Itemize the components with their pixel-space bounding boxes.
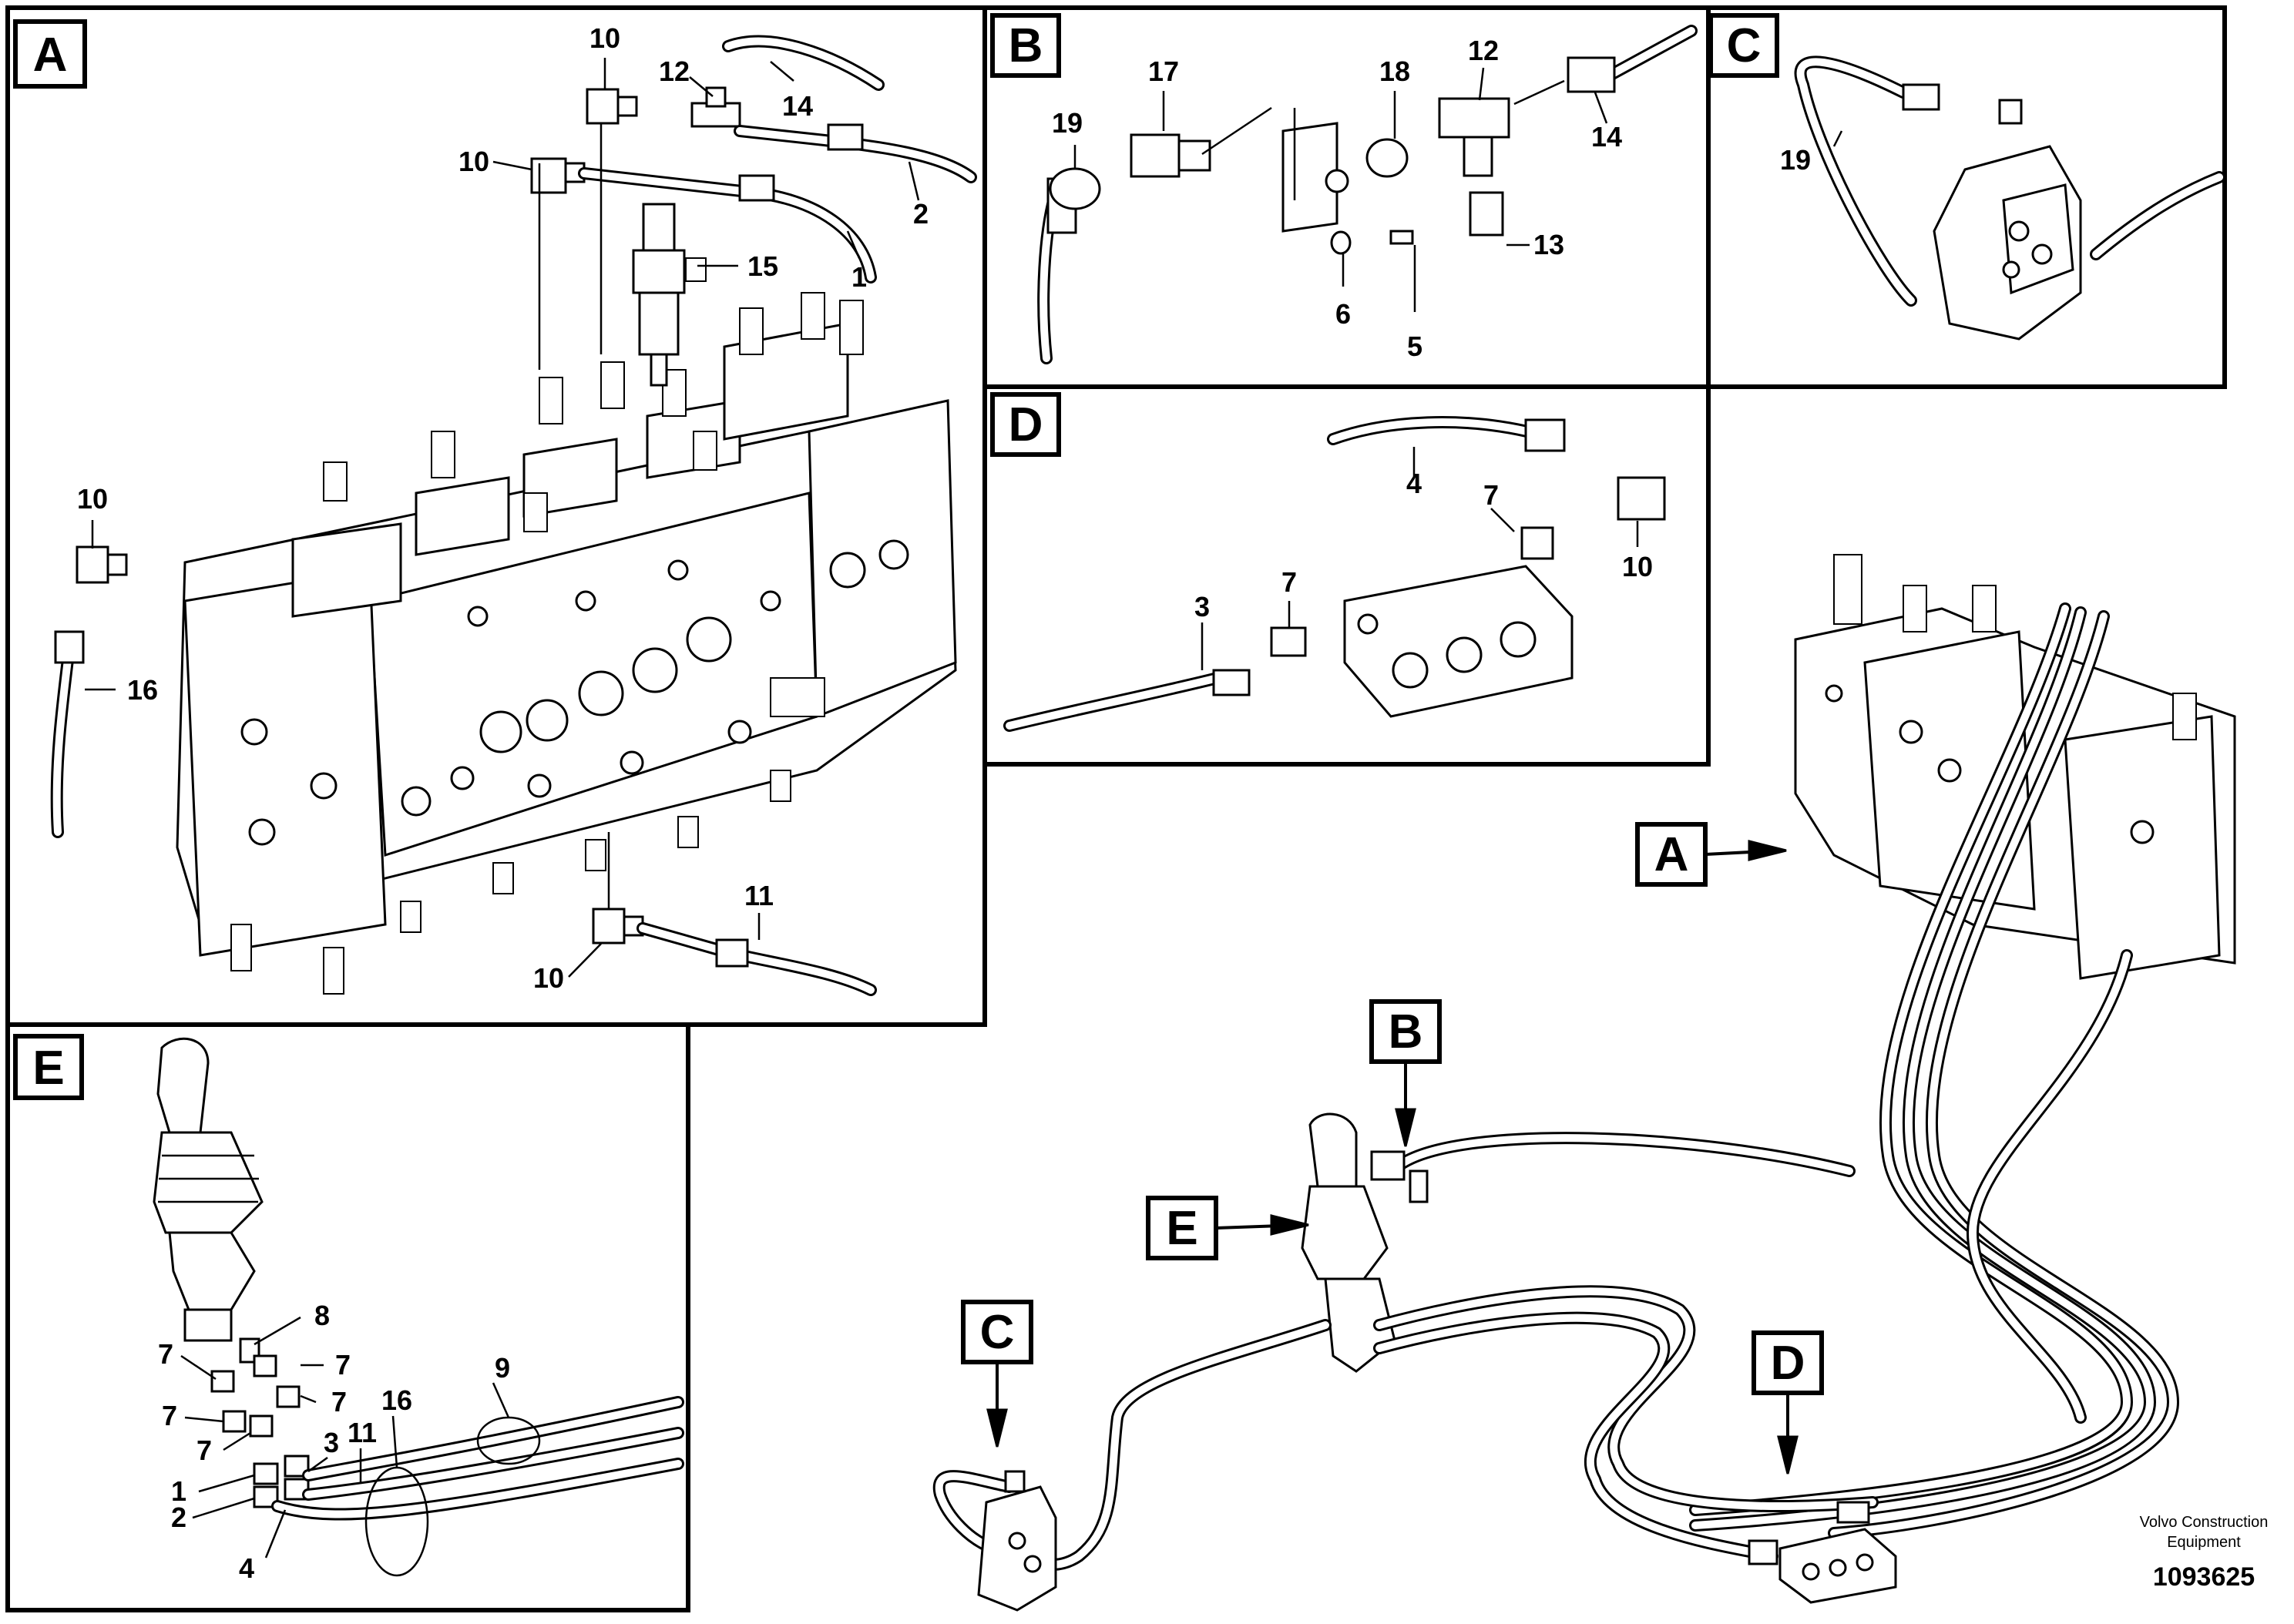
footer-company-line2: Equipment (2167, 1534, 2241, 1551)
panel-c-letter: C (1727, 19, 1762, 72)
overview-tag-a-letter: A (1654, 828, 1689, 881)
overview-tag-e: E (1146, 1196, 1309, 1260)
callout-d-4: 4 (1406, 468, 1422, 499)
callout-e-16: 16 (381, 1384, 412, 1416)
callout-b-12: 12 (1468, 35, 1499, 66)
joystick (153, 1037, 264, 1342)
overview-tag-b-letter: B (1389, 1005, 1423, 1059)
footer: Volvo Construction Equipment 1093625 (2140, 1514, 2269, 1592)
panel-e-frame (5, 1022, 690, 1612)
relief-valve (632, 203, 707, 387)
callout-d-7-mid: 7 (1281, 566, 1297, 598)
panel-a-letter: A (33, 29, 68, 82)
overview-tag-d-letter: D (1771, 1337, 1805, 1390)
panel-d-letter: D (1009, 398, 1043, 451)
callout-d-10: 10 (1622, 551, 1653, 582)
callout-b-18: 18 (1379, 55, 1410, 87)
callout-b-6: 6 (1335, 298, 1351, 330)
overview-tag-e-letter: E (1166, 1202, 1197, 1255)
callout-a-16: 16 (127, 674, 158, 706)
callout-e-7-e: 7 (196, 1434, 212, 1466)
callout-e-2: 2 (171, 1502, 186, 1533)
callout-d-7-top: 7 (1483, 479, 1499, 511)
callout-e-11: 11 (348, 1417, 377, 1448)
overview-tag-d: D (1752, 1330, 1824, 1475)
callout-a-12: 12 (659, 55, 690, 87)
callout-c-19: 19 (1780, 144, 1811, 176)
callout-b-19: 19 (1052, 107, 1083, 139)
footer-company-line1: Volvo Construction (2140, 1514, 2269, 1531)
callout-a-10-left: 10 (77, 483, 108, 515)
callout-e-3: 3 (324, 1427, 339, 1458)
footer-doc-number: 1093625 (2153, 1562, 2255, 1592)
panel-b-letter: B (1009, 19, 1043, 72)
overview-assembly (932, 554, 2236, 1612)
callout-e-4: 4 (239, 1552, 254, 1584)
callout-a-10-top: 10 (589, 22, 620, 54)
callout-a-2: 2 (913, 198, 929, 230)
panel-c-tag (1708, 13, 1779, 78)
callout-e-7-a: 7 (158, 1338, 173, 1370)
panel-d: D 4 7 10 7 3 (982, 384, 1711, 767)
panel-b: B 19 17 18 12 14 13 6 5 (982, 5, 1711, 389)
callout-b-17: 17 (1148, 55, 1179, 87)
panel-c: C 19 (1706, 5, 2227, 389)
callout-e-7-b: 7 (335, 1349, 351, 1381)
callout-e-8: 8 (314, 1300, 330, 1331)
callout-e-1: 1 (171, 1475, 186, 1507)
callout-b-14: 14 (1591, 121, 1622, 153)
callout-d-3: 3 (1194, 591, 1210, 622)
panel-d-tag (990, 392, 1061, 457)
elbow-fittings (76, 86, 741, 945)
callout-a-15: 15 (747, 250, 778, 282)
callout-a-10-mid: 10 (458, 146, 489, 177)
overview-tag-c: C (961, 1300, 1033, 1448)
callout-a-1: 1 (851, 261, 867, 293)
callout-a-11: 11 (744, 880, 774, 911)
panel-e: E (5, 1022, 690, 1612)
overview-tag-a: A (1635, 822, 1787, 887)
overview-tag-c-letter: C (980, 1306, 1015, 1359)
panel-e-tag (13, 1034, 84, 1100)
overview-tag-b: B (1369, 999, 1442, 1147)
callout-e-9: 9 (495, 1352, 510, 1384)
panel-e-letter: E (32, 1042, 64, 1095)
control-valve-block (176, 292, 957, 995)
panel-a-hoses (50, 35, 977, 996)
panel-a-tag (13, 19, 87, 89)
callout-e-7-c: 7 (331, 1386, 347, 1418)
callout-a-10-bottom: 10 (533, 962, 564, 994)
panel-d-frame (982, 384, 1711, 767)
callout-b-5: 5 (1407, 331, 1422, 362)
panel-a: A (5, 5, 987, 1027)
callout-b-13: 13 (1533, 229, 1564, 260)
panel-c-frame (1706, 5, 2227, 389)
callout-e-7-d: 7 (162, 1400, 177, 1431)
panel-b-tag (990, 13, 1061, 78)
callout-a-14: 14 (782, 90, 813, 122)
